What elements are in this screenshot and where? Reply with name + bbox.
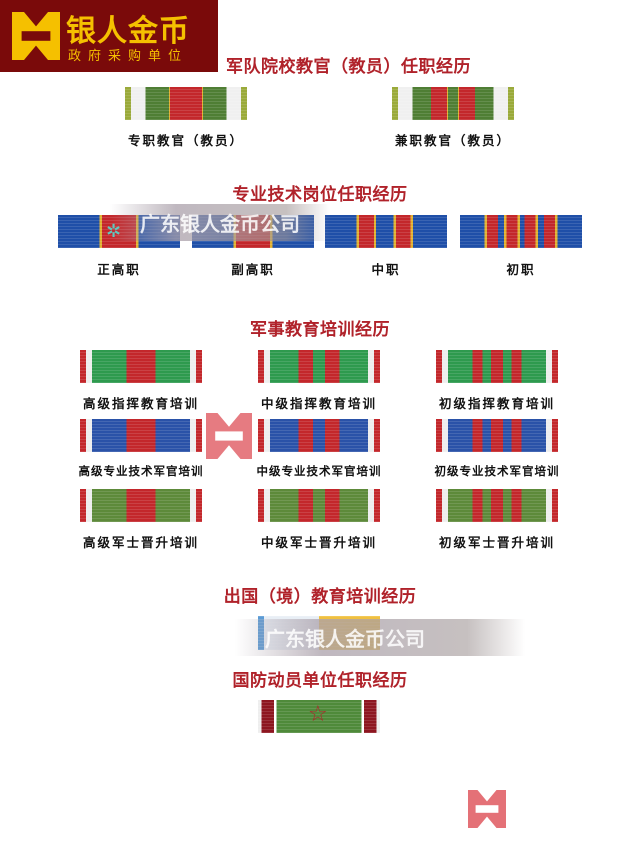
ribbon-label: 中级指挥教育培训: [260, 396, 377, 411]
section-title-instructor: 军队院校教官（教员）任职经历: [226, 57, 471, 77]
ribbon-mid-title: [325, 215, 447, 248]
section-title-technical: 专业技术岗位任职经历: [232, 185, 408, 205]
ribbon-label: 高级专业技术军官培训: [78, 464, 204, 478]
ribbon-label: 正高职: [97, 262, 141, 277]
watermark-text: 广东银人金币公司: [110, 204, 330, 241]
star-emblem-icon: ☆: [308, 702, 328, 727]
ribbon-label: 中级军士晋升培训: [260, 535, 377, 550]
ribbon-fulltime-instructor: [125, 87, 247, 120]
atom-emblem-icon: ✲: [106, 221, 122, 242]
brand-name: 银人金币: [66, 14, 190, 49]
section-title-defense: 国防动员单位任职经历: [232, 671, 408, 691]
ribbon-label: 中级专业技术军官培训: [256, 464, 382, 478]
ribbon-label: 高级军士晋升培训: [82, 535, 199, 550]
ribbon-label: 初级指挥教育培训: [438, 396, 555, 411]
corner-logo-icon: [468, 790, 506, 828]
ribbon-training: [258, 419, 380, 452]
ribbon-training: [80, 489, 202, 522]
brand-logo: 银人金币 政府采购单位: [0, 0, 218, 72]
ribbon-label: 初职: [506, 262, 536, 277]
ribbon-training: [436, 350, 558, 383]
ribbon-training: [258, 489, 380, 522]
ribbon-junior-title: [460, 215, 582, 248]
ribbon-label: 兼职教官（教员）: [394, 133, 511, 148]
ribbon-label: 专职教官（教员）: [127, 133, 244, 148]
watermark-logo-icon: [206, 413, 252, 459]
ribbon-defense: ☆: [258, 700, 380, 733]
brand-mark-icon: [12, 12, 60, 60]
brand-tagline: 政府采购单位: [68, 49, 189, 64]
ribbon-label: 中职: [371, 262, 401, 277]
watermark-text: 广东银人金币公司: [235, 619, 525, 656]
ribbon-label: 初级军士晋升培训: [438, 535, 555, 550]
ribbon-training: [258, 350, 380, 383]
section-title-abroad: 出国（境）教育培训经历: [223, 587, 417, 607]
ribbon-training: [80, 419, 202, 452]
ribbon-label: 副高职: [231, 262, 275, 277]
section-title-military-education: 军事教育培训经历: [250, 320, 390, 340]
ribbon-label: 初级专业技术军官培训: [434, 464, 560, 478]
ribbon-label: 高级指挥教育培训: [82, 396, 199, 411]
ribbon-parttime-instructor: [392, 87, 514, 120]
ribbon-training: [436, 489, 558, 522]
ribbon-training: [436, 419, 558, 452]
ribbon-training: [80, 350, 202, 383]
